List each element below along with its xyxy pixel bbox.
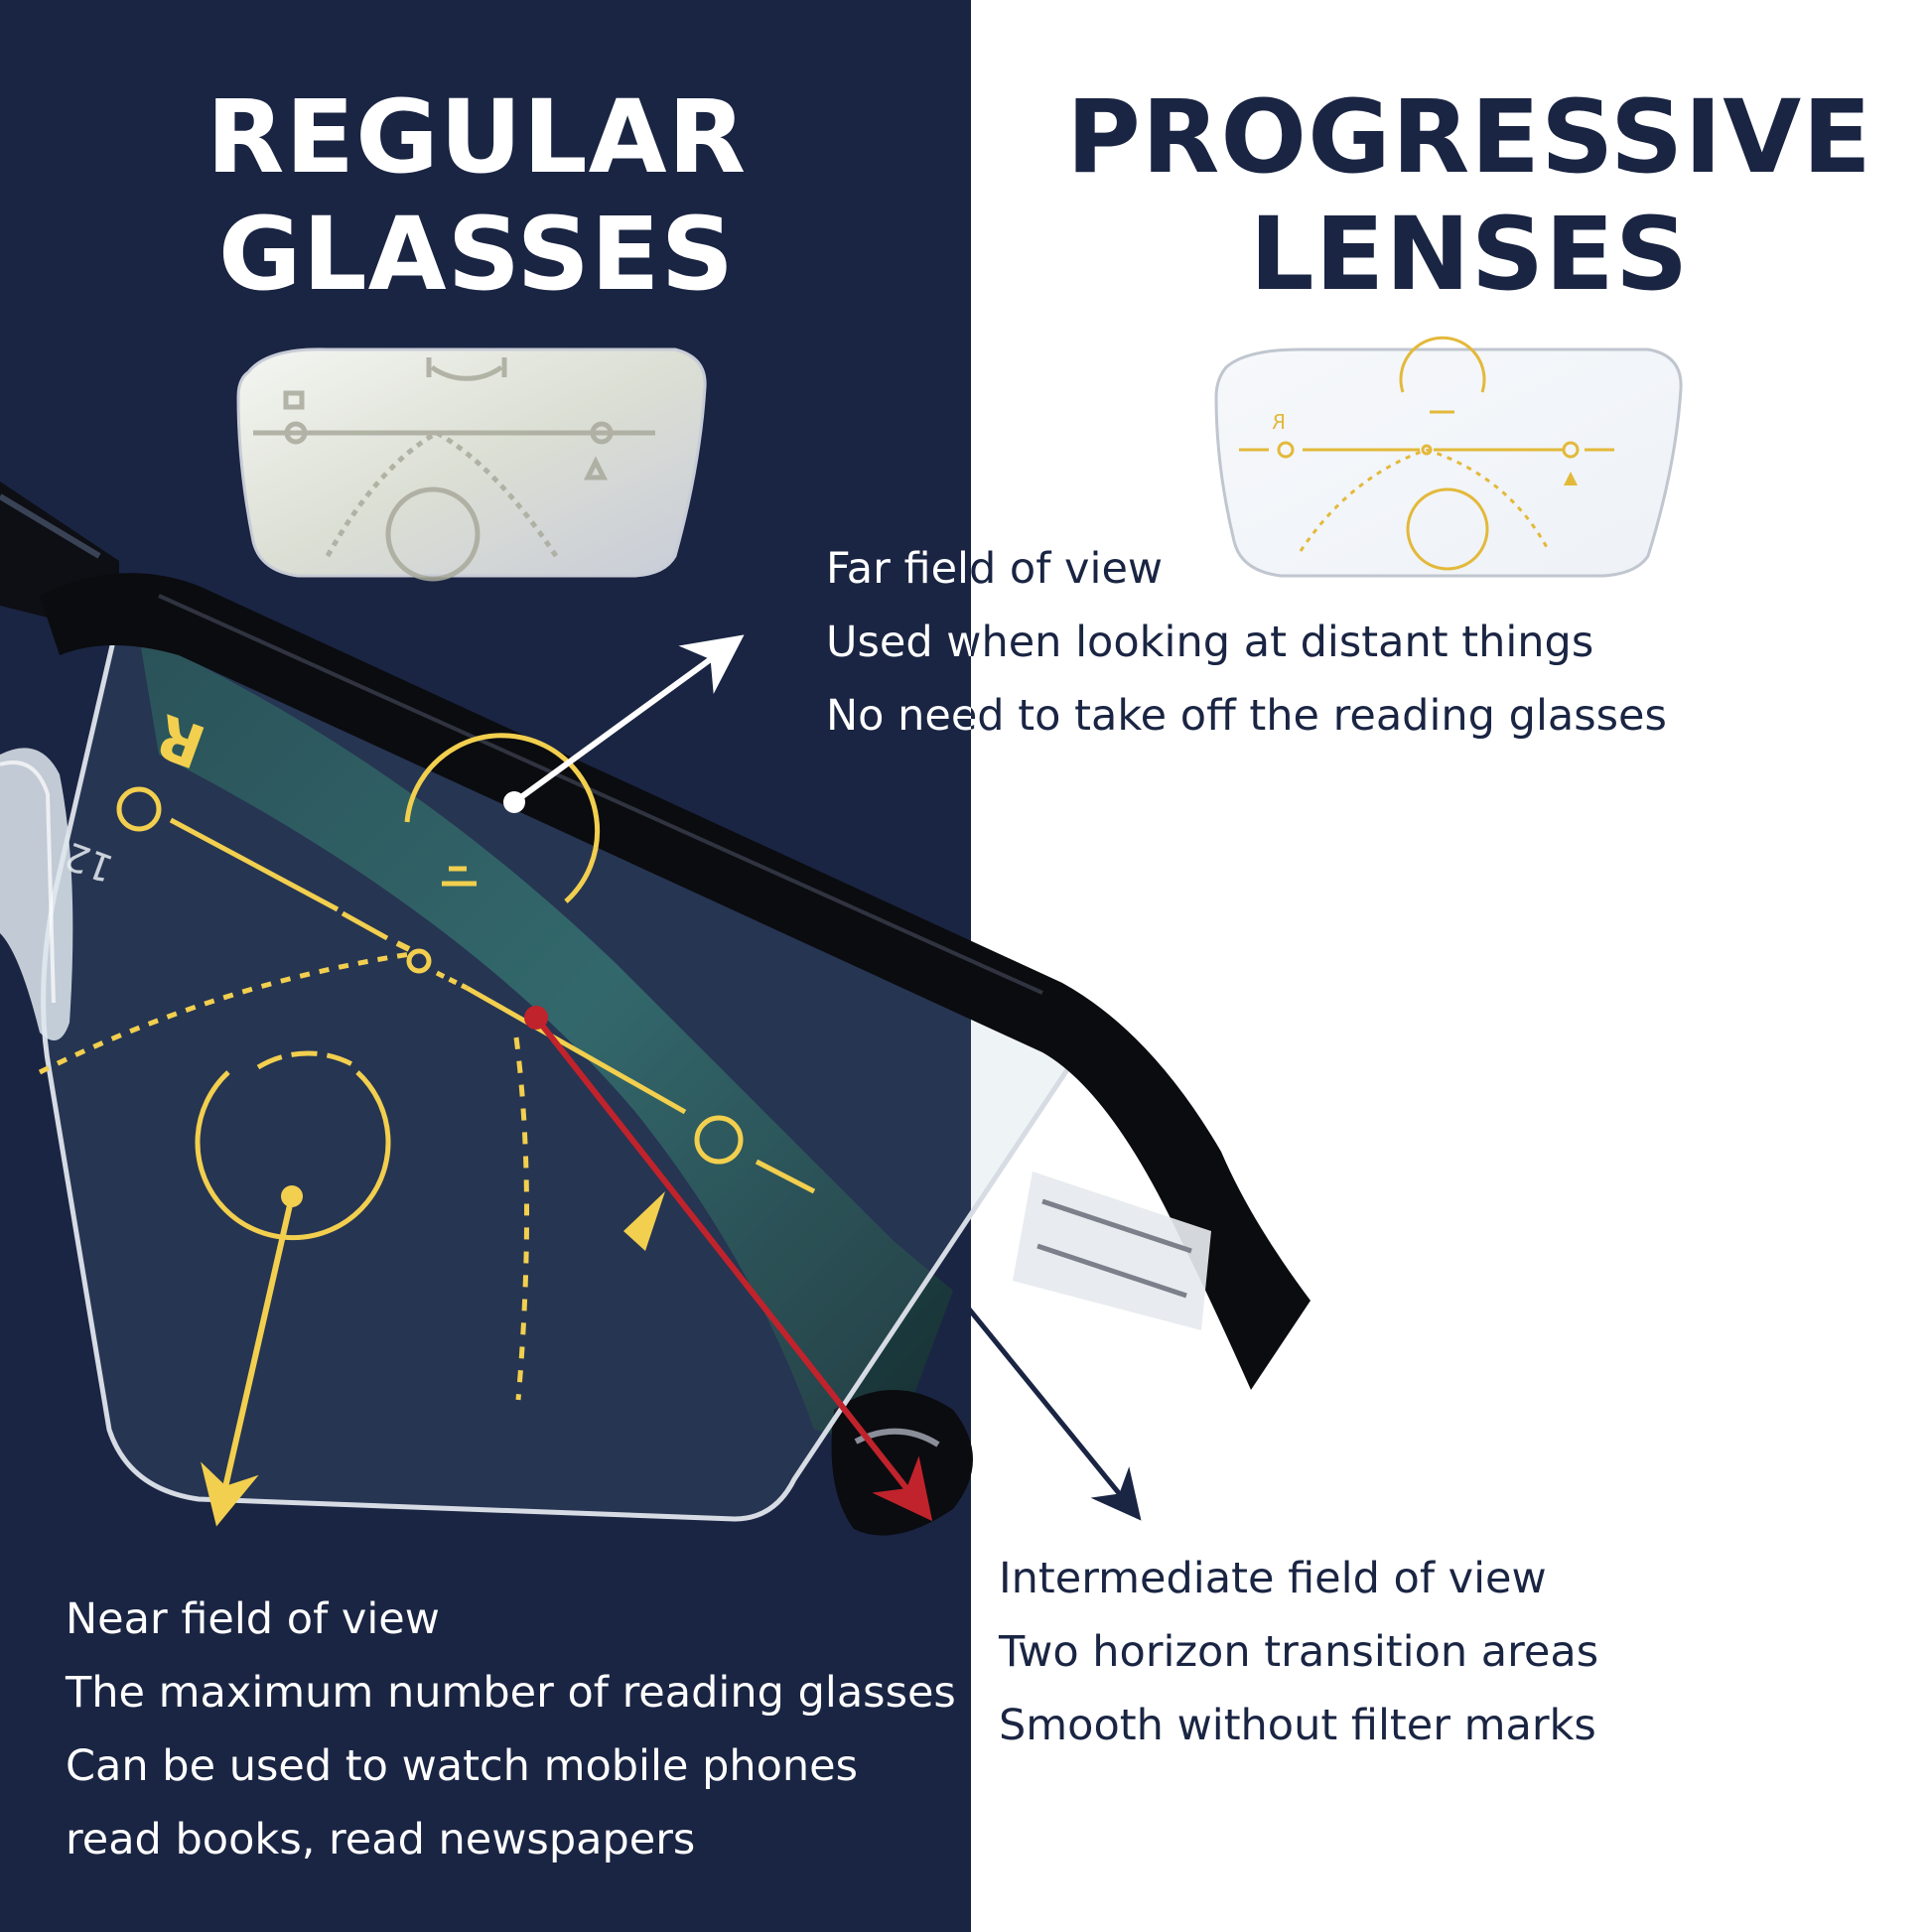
regular-lens-diagram [236, 347, 707, 582]
far-field-line-2-white: No need to take off the reading glasses [826, 691, 971, 741]
near-field-line-2: Can be used to watch mobile phones [66, 1741, 859, 1791]
transition-arrow [524, 1006, 933, 1522]
lens-markings [38, 733, 816, 1401]
near-field-title: Near field of view [66, 1594, 440, 1644]
near-field-line-3: read books, read newspapers [66, 1815, 696, 1864]
far-field-caption-white: Far field of view Used when looking at d… [826, 532, 971, 753]
far-field-title-white: Far field of view [826, 544, 971, 594]
intermediate-field-arrow [956, 1294, 1142, 1521]
intermediate-field-caption: Intermediate field of view Two horizon t… [999, 1542, 1598, 1762]
far-field-caption: Far field of view Used when looking at d… [826, 532, 1667, 753]
intermediate-field-line-1: Two horizon transition areas [999, 1627, 1599, 1677]
intermediate-field-title: Intermediate field of view [999, 1554, 1547, 1603]
near-field-line-1: The maximum number of reading glasses [66, 1668, 956, 1718]
far-field-arrow [503, 634, 745, 813]
eyeglasses-photo [0, 482, 1311, 1536]
regular-title-line-2: GLASSES [217, 196, 736, 314]
far-field-line-1-white: Used when looking at distant things [826, 618, 971, 667]
svg-text:R: R [1272, 410, 1286, 434]
near-field-caption: Near field of view The maximum number of… [66, 1583, 956, 1876]
progressive-lenses-title: PROGRESSIVE LENSES [1052, 79, 1886, 314]
far-field-caption-overlay: Far field of view Used when looking at d… [826, 532, 971, 760]
far-field-line-1: Used when looking at distant things [826, 618, 1594, 667]
regular-title-line-1: REGULAR [206, 78, 748, 197]
far-field-title: Far field of view [826, 544, 1164, 594]
near-field-arrow [201, 1185, 303, 1527]
progressive-title-line-2: LENSES [1249, 196, 1690, 314]
regular-glasses-title: REGULAR GLASSES [119, 79, 834, 314]
left-panel-background [0, 0, 971, 1932]
far-field-line-2: No need to take off the reading glasses [826, 691, 1667, 741]
progressive-lens-diagram: R [1214, 336, 1683, 578]
right-panel-background [971, 0, 1932, 1932]
intermediate-field-line-2: Smooth without filter marks [999, 1701, 1596, 1750]
progressive-title-line-1: PROGRESSIVE [1066, 78, 1872, 197]
